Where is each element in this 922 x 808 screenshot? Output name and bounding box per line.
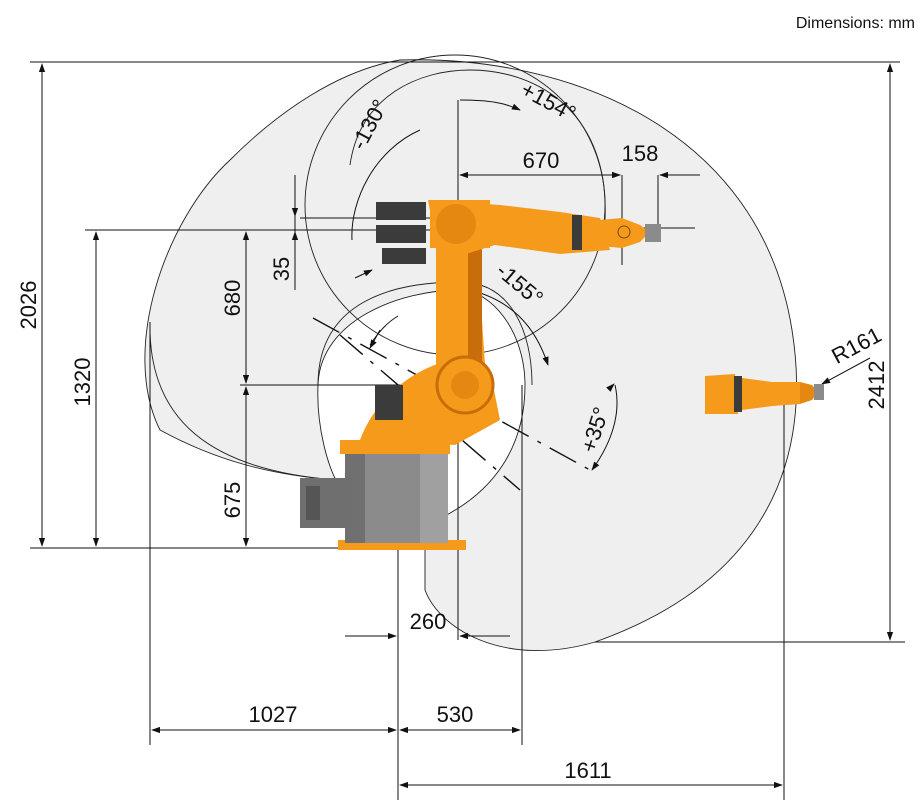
envelope-area: [144, 59, 797, 651]
left-envelope-curve: [149, 321, 337, 481]
arc-154: [459, 99, 521, 111]
dim-670: 670: [523, 148, 560, 173]
a3-motor-2: [376, 225, 426, 243]
dim-1611: 1611: [564, 758, 611, 783]
dim-2412: 2412: [864, 361, 889, 410]
dim-675: 675: [220, 482, 245, 519]
robot-base-foot: [338, 540, 466, 550]
a3-outer-arc: [349, 69, 606, 221]
units-label: Dimensions: mm: [796, 15, 915, 32]
angle-arcs: [351, 99, 618, 471]
arc-155: [469, 289, 549, 366]
dim-158: 158: [622, 141, 659, 166]
robot-flange: [645, 224, 661, 242]
robot-wrist: [600, 218, 650, 248]
dim-680: 680: [220, 280, 245, 317]
arc-130: [351, 129, 421, 241]
dim-line-r161: [821, 357, 871, 385]
robot-illustration: [300, 200, 824, 550]
arc-35: [591, 384, 618, 471]
dim-1027: 1027: [249, 702, 298, 727]
dim-2026: 2026: [16, 281, 41, 330]
dim-530: 530: [437, 702, 474, 727]
dim-35: 35: [269, 257, 294, 281]
dimension-lines: [38, 63, 894, 789]
robot-wrist-extended: [705, 374, 824, 414]
a3-motor-1: [376, 202, 426, 220]
dim-1320: 1320: [70, 358, 95, 407]
a3-motor-3: [382, 248, 426, 264]
axis3-joint: [436, 204, 476, 244]
dim-260: 260: [410, 609, 447, 634]
